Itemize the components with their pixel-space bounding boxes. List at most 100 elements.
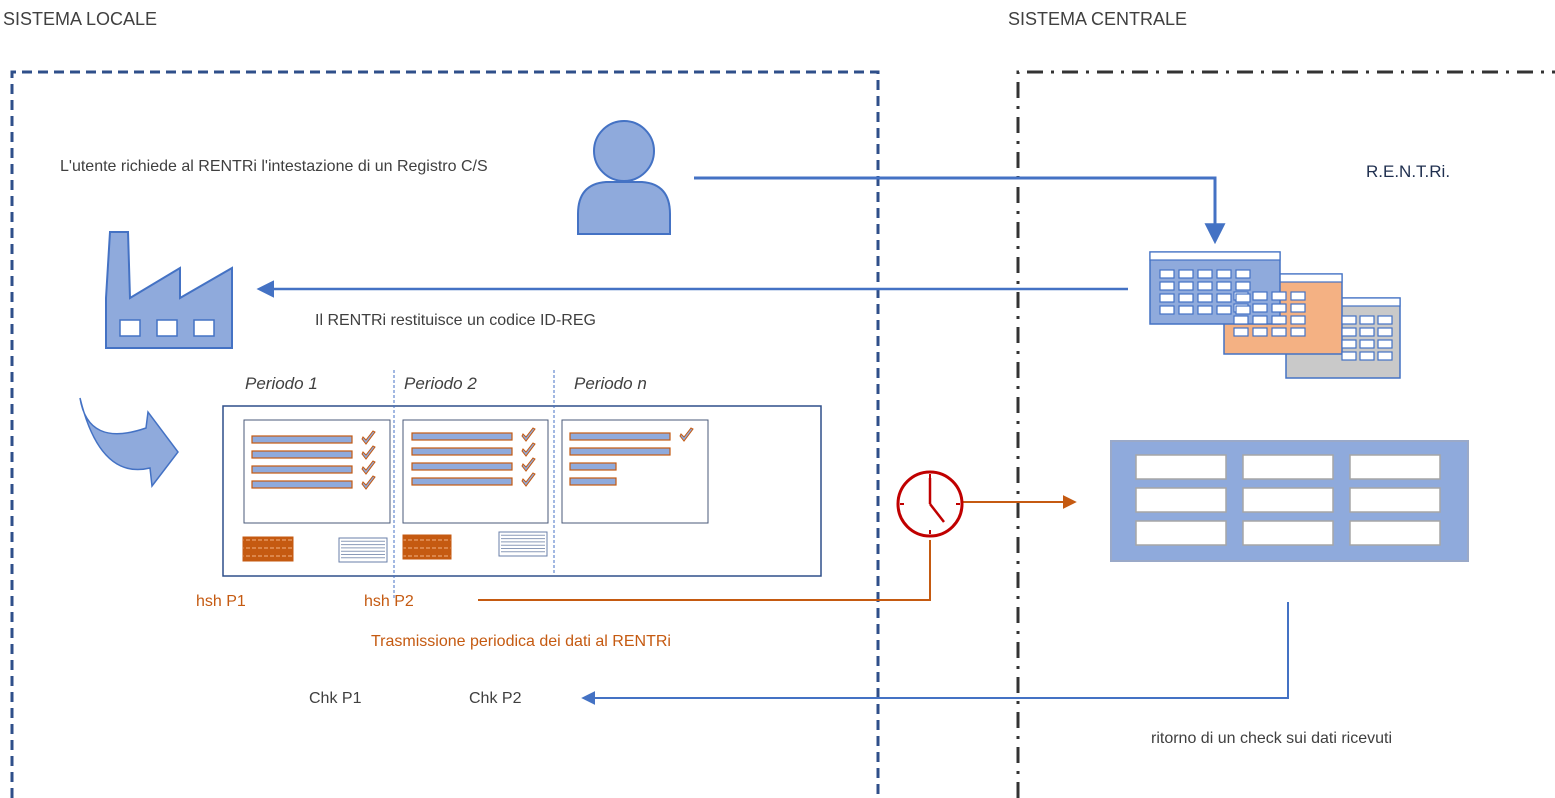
calendar-cell [1377,351,1393,361]
calendar-cell [1235,269,1251,279]
period-n-label: Periodo n [574,374,647,393]
calendar-cell [1178,293,1194,303]
hash-block-p2 [402,534,452,560]
calendar-cell [1233,315,1249,325]
grid-cell [1242,487,1334,513]
grid-cell [1135,487,1227,513]
local-system-title: SISTEMA LOCALE [3,9,158,29]
calendar-cell [1359,339,1375,349]
request-arrow [694,176,1226,245]
calendar-cell [1252,291,1268,301]
calendar-cell [1252,327,1268,337]
calendar-cell [1377,327,1393,337]
calendar-cell [1290,291,1306,301]
transmission-line [478,540,931,601]
document-line [251,450,353,459]
checkmark-icon [361,475,376,490]
calendar-cell [1377,315,1393,325]
document-line [251,465,353,474]
calendar-cell [1252,315,1268,325]
calendar-cell [1359,315,1375,325]
calendar-cell [1197,281,1213,291]
calendar-cell [1178,269,1194,279]
calendar-cell [1197,305,1213,315]
central-system-title: SISTEMA CENTRALE [1008,9,1188,29]
calendar-cell [1271,327,1287,337]
calendar-cell [1271,315,1287,325]
calendar-cell [1159,281,1175,291]
check-p1-label: Chk P1 [309,690,362,707]
grid-table-icon [1110,440,1469,562]
calendar-cell [1216,281,1232,291]
user-icon [577,120,671,235]
document-line [569,462,617,471]
calendar-cell [1235,293,1251,303]
calendar-cell [1290,327,1306,337]
local-system-boundary [10,70,880,798]
calendar-cell [1197,269,1213,279]
calendar-cell [1197,293,1213,303]
grid-cell [1135,520,1227,546]
calendar-cell [1216,305,1232,315]
calendar-cell [1359,327,1375,337]
calendar-cell [1271,291,1287,301]
calendar-cell [1290,303,1306,313]
response-message: Il RENTRi restituisce un codice ID-REG [315,312,596,329]
calendar-cell [1235,305,1251,315]
calendar-cell [1233,327,1249,337]
calendar-cell [1178,281,1194,291]
calendar-cell [1216,269,1232,279]
calendar-cell [1271,303,1287,313]
grid-cell [1242,520,1334,546]
hash-p2-label: hsh P2 [364,593,414,610]
document-line [569,447,671,456]
document-line [251,480,353,489]
hash-block-p1 [242,536,294,562]
calendar-cell [1341,327,1357,337]
checkmark-icon [361,430,376,445]
central-system-boundary [1016,70,1555,798]
curved-arrow-icon [79,397,179,488]
calendar-cell [1216,293,1232,303]
check-p2-label: Chk P2 [469,690,522,707]
clock-icon [896,470,964,538]
calendar-cell [1290,315,1306,325]
calendar-cell [1159,305,1175,315]
grid-cell [1349,487,1441,513]
grid-cell [1349,454,1441,480]
calendar-cell [1235,281,1251,291]
period-2-label: Periodo 2 [404,374,477,393]
calendar-cell [1252,303,1268,313]
checkmark-icon [521,442,536,457]
calendar-cell [1341,315,1357,325]
grid-cell [1135,454,1227,480]
document-line [411,462,513,471]
rentri-label: R.E.N.T.Ri. [1366,162,1451,181]
calendar-cell [1178,305,1194,315]
checkmark-icon [521,472,536,487]
document-line [251,435,353,444]
document-line [569,477,617,486]
grid-cell [1242,454,1334,480]
document-line [411,447,513,456]
checkmark-icon [521,427,536,442]
calendar-sheets-icon [1149,251,1401,379]
calendar-cell [1377,339,1393,349]
hash-p1-label: hsh P1 [196,593,246,610]
period-1-label: Periodo 1 [245,374,318,393]
check-return-message: ritorno di un check sui dati ricevuti [1151,730,1392,747]
check-return-arrow [581,602,1289,705]
calendar-cell [1159,293,1175,303]
factory-icon [105,231,233,349]
checkmark-icon [361,460,376,475]
document-line [411,477,513,486]
calendar-cell [1159,269,1175,279]
transmission-message: Trasmissione periodica dei dati al RENTR… [371,633,671,650]
calendar-cell [1341,339,1357,349]
calendar-cell [1341,351,1357,361]
request-message: L'utente richiede al RENTRi l'intestazio… [60,158,488,175]
checkmark-icon [361,445,376,460]
grid-cell [1349,520,1441,546]
document-line [569,432,671,441]
